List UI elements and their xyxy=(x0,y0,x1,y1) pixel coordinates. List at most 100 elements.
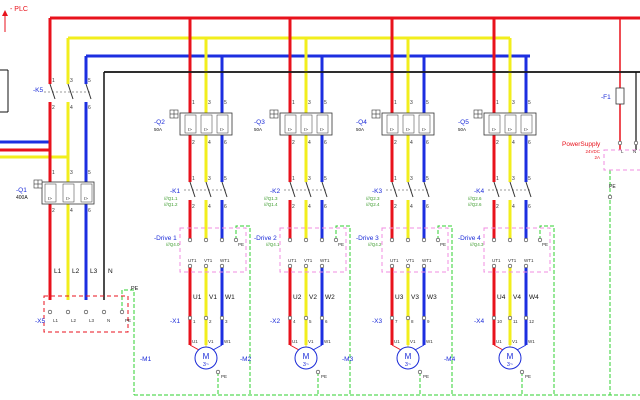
x5-pe-wire xyxy=(121,289,135,395)
branch-breaker-pole xyxy=(488,114,501,134)
branch-breaker-pin: 3 xyxy=(512,100,515,106)
branch-contactor-pin: 1 xyxy=(394,176,397,182)
branch-contactor-label: -K3 xyxy=(372,188,383,195)
branch-terminal-pin: 8 xyxy=(411,319,414,324)
motor-lead xyxy=(289,344,300,351)
branch-contactor-contact xyxy=(189,181,196,198)
branch-breaker-pin: 6 xyxy=(528,140,531,146)
motor-letter: M xyxy=(405,352,412,361)
q1-pole xyxy=(80,183,93,203)
drive-output-terminal xyxy=(319,263,325,269)
branch-contactor-pin: 5 xyxy=(528,176,531,182)
drive-output-label: VT1 xyxy=(508,258,517,263)
branch-contactor-contact xyxy=(305,181,312,198)
drive-input-terminal xyxy=(287,237,293,243)
ps-pe-terminal xyxy=(607,194,613,200)
motor-lead xyxy=(516,344,527,351)
branch-breaker-label: -Q4 xyxy=(356,119,367,126)
drive-pe-label: PE xyxy=(440,242,446,247)
k5-pin: 2 xyxy=(52,105,55,111)
branch-contactor-gap xyxy=(302,182,310,200)
motor-label: -M3 xyxy=(342,356,354,363)
q1-pin-bottom: 2 xyxy=(52,208,55,214)
drive-pe-terminal xyxy=(333,237,339,243)
x5-pin-label: L2 xyxy=(71,318,77,323)
branch-contactor-pin: 3 xyxy=(512,176,515,182)
x5-pin-label: L1 xyxy=(53,318,59,323)
branch-contactor-contact xyxy=(391,181,398,198)
branch-terminal-pin: 2 xyxy=(209,319,212,324)
q1-pin-top: 5 xyxy=(88,170,91,176)
motor-pin-label: W1 xyxy=(426,339,433,344)
drive-pe-label: PE xyxy=(338,242,344,247)
branch-contactor-pin: 2 xyxy=(496,204,499,210)
drive-pe-terminal xyxy=(537,237,543,243)
x5-pin-label: N xyxy=(107,318,110,323)
x5-terminal xyxy=(65,309,71,315)
branch-phase-label: U4 xyxy=(497,294,506,301)
f1-label: -F1 xyxy=(601,94,611,101)
power-supply-spec-1: 24VDC xyxy=(585,149,600,154)
branch-contactor-gap xyxy=(218,182,226,200)
motor-pin-label: U1 xyxy=(292,339,298,344)
branch-terminal-dot xyxy=(319,315,325,321)
motor-pe-label: PE xyxy=(423,374,429,379)
drive-pe-wire xyxy=(437,225,453,395)
branch-breaker-pole xyxy=(284,114,297,134)
drive-input-terminal xyxy=(405,237,411,243)
branch-breaker-pin: 4 xyxy=(410,140,413,146)
motor-pe-terminal xyxy=(417,369,423,375)
motor-pe-terminal xyxy=(519,369,525,375)
branch-terminal-pin: 1 xyxy=(193,319,196,324)
motor-lead xyxy=(493,344,504,351)
plc-label: - PLC xyxy=(10,6,28,13)
drive-label: -Drive 3 xyxy=(356,235,379,242)
branch-phase-label: W3 xyxy=(427,294,437,301)
drive-label: -Drive 1 xyxy=(154,235,177,242)
q1-pin-top: 1 xyxy=(52,170,55,176)
motor-lead xyxy=(414,344,425,351)
branch-breaker-label: -Q2 xyxy=(154,119,165,126)
drive-output-terminal xyxy=(507,263,513,269)
branch-terminal-pin: 7 xyxy=(395,319,398,324)
motor-lead xyxy=(212,344,223,351)
f1-body xyxy=(615,87,625,105)
branch-terminal-pin: 6 xyxy=(325,319,328,324)
q1-pin-top: 3 xyxy=(70,170,73,176)
motor-label: -M1 xyxy=(140,356,152,363)
branch-contactor-pin: 6 xyxy=(426,204,429,210)
branch-contactor-pin: 4 xyxy=(308,204,311,210)
drive-output-label: WT1 xyxy=(422,258,432,263)
branch-breaker-pin: 2 xyxy=(496,140,499,146)
motor-phases: 3~ xyxy=(405,362,411,368)
branch-breaker-mark: I> xyxy=(288,127,292,132)
branch-breaker-pole xyxy=(216,114,229,134)
branch-contactor-pin: 3 xyxy=(208,176,211,182)
branch-contactor-ref: ///Q2.6 xyxy=(468,196,482,201)
branch-breaker-rating: 50A xyxy=(154,127,162,132)
branch-contactor-pin: 2 xyxy=(192,204,195,210)
drive-output-terminal xyxy=(405,263,411,269)
branch-phase-label: V4 xyxy=(513,294,521,301)
branch-breaker-pin: 1 xyxy=(496,100,499,106)
drive-pe-label: PE xyxy=(542,242,548,247)
drive-input-terminal xyxy=(491,237,497,243)
branch-contactor-label: -K2 xyxy=(270,188,281,195)
branch-breaker-rating: 50A xyxy=(356,127,364,132)
branch-terminal-dot xyxy=(389,315,395,321)
drive-pe-wire xyxy=(335,225,351,395)
motor-phases: 3~ xyxy=(203,362,209,368)
branch-breaker-pin: 3 xyxy=(208,100,211,106)
motor-lead xyxy=(189,344,200,351)
motor-symbol xyxy=(194,346,218,370)
drive-output-label: VT1 xyxy=(304,258,313,263)
branch-breaker-mark: I> xyxy=(220,127,224,132)
k5-pin: 5 xyxy=(88,78,91,84)
x5-pin-label: PE xyxy=(125,318,131,323)
branch-breaker-rating: 50A xyxy=(254,127,262,132)
drive-box xyxy=(179,227,247,273)
drive-output-terminal xyxy=(287,263,293,269)
branch-breaker-mark: I> xyxy=(406,127,410,132)
branch-contactor-gap xyxy=(404,182,412,200)
drive-output-label: UT1 xyxy=(390,258,399,263)
